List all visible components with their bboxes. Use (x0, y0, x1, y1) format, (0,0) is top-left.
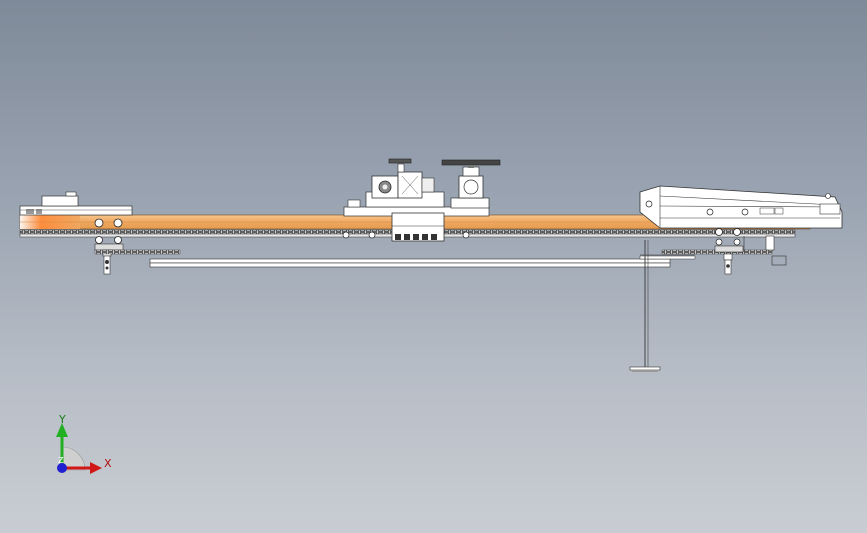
left-end-assembly[interactable] (19, 191, 133, 216)
center-drive-assembly[interactable] (342, 158, 490, 242)
right-arm-assembly[interactable] (639, 185, 843, 229)
axis-y-label: Y (59, 413, 66, 426)
axis-x-label: X (104, 457, 112, 470)
pulley-tower[interactable] (441, 159, 501, 209)
coordinate-triad (56, 423, 102, 474)
axis-z-origin-icon (57, 463, 67, 473)
left-drive-chain (94, 249, 181, 255)
axis-z-label: Z (58, 456, 64, 465)
guide-rail[interactable] (149, 254, 696, 268)
vertical-rod[interactable] (629, 240, 661, 372)
right-trolley[interactable] (661, 228, 787, 275)
